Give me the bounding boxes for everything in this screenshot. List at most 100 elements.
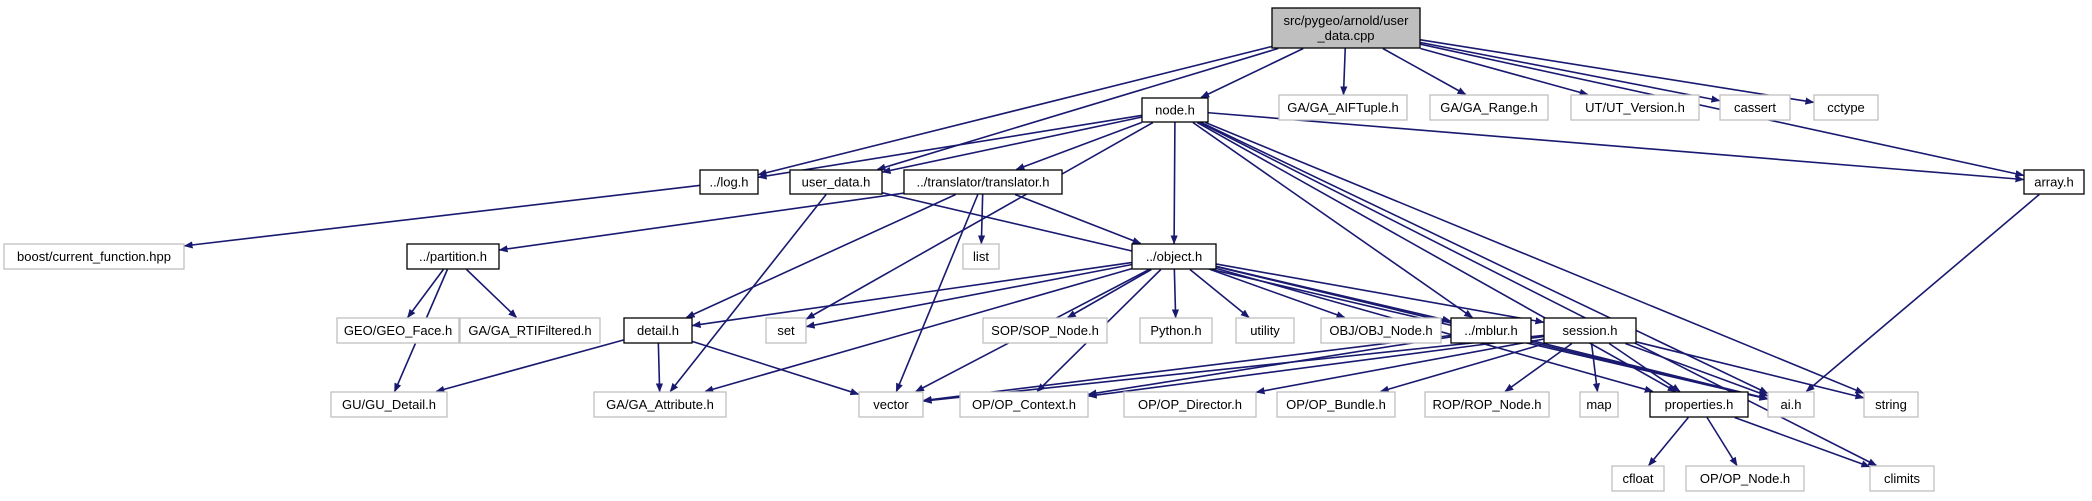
node-label-line: SOP/SOP_Node.h <box>991 323 1099 338</box>
node-label-line: ../object.h <box>1146 249 1202 264</box>
node-label-line: OP/OP_Bundle.h <box>1286 397 1386 412</box>
node-box <box>593 391 727 418</box>
edge-root-to-ga_range <box>1382 47 1467 96</box>
node-mblur-h[interactable]: ../mblur.h <box>1450 317 1532 344</box>
edge-session_h-to-ai_h <box>1625 342 1769 397</box>
edge-node_h-to-translator_h <box>1015 121 1142 171</box>
edge-detail_h-to-vector <box>692 340 860 396</box>
edge-session_h-to-op_context <box>1087 335 1544 399</box>
edge-object_h-to-obj_node <box>1210 268 1346 319</box>
node-label: array.h <box>2034 175 2074 190</box>
node-label-line: list <box>973 249 989 264</box>
node-label-line: vector <box>873 397 909 412</box>
node-label: list <box>973 249 989 264</box>
node-label: OP/OP_Context.h <box>972 397 1076 412</box>
node-label-line: utility <box>1250 323 1280 338</box>
node-user-data-h[interactable]: user_data.h <box>789 169 883 195</box>
node-node-h[interactable]: node.h <box>1141 97 1209 123</box>
node-label: node.h <box>1155 103 1195 118</box>
node-box <box>1320 317 1442 344</box>
node-box <box>962 243 1000 270</box>
node-translator-h[interactable]: ../translator/translator.h <box>903 169 1063 195</box>
node-sop-node: SOP/SOP_Node.h <box>982 317 1108 344</box>
node-label: cfloat <box>1622 471 1653 486</box>
node-label-line: string <box>1875 397 1907 412</box>
node-label: session.h <box>1563 323 1618 338</box>
edge-root-to-user_data_h <box>876 47 1279 171</box>
edge-root-to-cassert <box>1420 41 1721 103</box>
node-detail-h[interactable]: detail.h <box>623 317 693 344</box>
node-box <box>330 391 448 418</box>
node-box <box>623 317 693 344</box>
node-label: ../object.h <box>1146 249 1202 264</box>
edge-partition_h-to-ga_rti <box>465 268 518 319</box>
node-label-line: ../partition.h <box>419 249 487 264</box>
node-box <box>336 317 460 344</box>
node-label-line: GA/GA_Attribute.h <box>606 397 714 412</box>
node-box <box>1276 391 1396 418</box>
node-session-h[interactable]: session.h <box>1543 317 1637 344</box>
node-label: ../translator/translator.h <box>917 175 1050 190</box>
edge-object_h-to-sop_node <box>1066 268 1152 319</box>
node-log-h[interactable]: ../log.h <box>699 169 759 195</box>
node-root[interactable]: src/pygeo/arnold/user_data.cpp <box>1271 7 1421 49</box>
node-label: boost/current_function.hpp <box>17 249 171 264</box>
node-rop-node: ROP/ROP_Node.h <box>1424 391 1550 418</box>
edge-translator_h-to-object_h <box>1014 193 1142 245</box>
edge-session_h-to-properties_h <box>1608 342 1681 393</box>
node-cassert: cassert <box>1719 94 1791 121</box>
edges-layer <box>183 39 2040 468</box>
node-partition-h[interactable]: ../partition.h <box>406 243 500 270</box>
node-label: GA/GA_Attribute.h <box>606 397 714 412</box>
edge-node_h-to-string <box>1205 121 1865 394</box>
node-label: detail.h <box>637 323 679 338</box>
node-geo-face: GEO/GEO_Face.h <box>336 317 460 344</box>
node-box <box>1123 391 1257 418</box>
node-array-h[interactable]: array.h <box>2023 169 2085 195</box>
node-label: cctype <box>1827 100 1865 115</box>
node-box <box>1235 317 1295 344</box>
edge-translator_h-to-vector <box>895 194 979 393</box>
node-label: set <box>777 323 795 338</box>
edge-session_h-to-vector <box>922 334 1544 404</box>
node-box <box>789 169 883 195</box>
node-box <box>1429 94 1549 121</box>
node-label: src/pygeo/arnold/user_data.cpp <box>1283 13 1409 43</box>
node-label-line: OBJ/OBJ_Node.h <box>1329 323 1432 338</box>
edge-object_h-to-session_h <box>1216 263 1545 325</box>
node-label: string <box>1875 397 1907 412</box>
node-label: cassert <box>1734 100 1776 115</box>
node-box <box>858 391 924 418</box>
node-label: GA/GA_Range.h <box>1440 100 1538 115</box>
node-label-line: user_data.h <box>802 175 871 190</box>
edge-object_h-to-python_h <box>1171 269 1180 319</box>
node-box <box>1685 465 1805 492</box>
node-object-h[interactable]: ../object.h <box>1131 243 1217 270</box>
node-label-line: detail.h <box>637 323 679 338</box>
node-label-line: GA/GA_Range.h <box>1440 100 1538 115</box>
edge-user_data_h-to-ga_attr <box>669 194 827 393</box>
node-label-line: ai.h <box>1781 397 1802 412</box>
node-box <box>959 391 1089 418</box>
node-python-h: Python.h <box>1139 317 1213 344</box>
edge-session_h-to-map <box>1590 343 1601 393</box>
node-label: OBJ/OBJ_Node.h <box>1329 323 1432 338</box>
node-label-line: node.h <box>1155 103 1195 118</box>
node-label-line: ../mblur.h <box>1464 323 1517 338</box>
node-gu-detail: GU/GU_Detail.h <box>330 391 448 418</box>
node-properties-h[interactable]: properties.h <box>1649 391 1749 418</box>
node-label: ../mblur.h <box>1464 323 1517 338</box>
edge-object_h-to-utility <box>1189 268 1250 319</box>
node-boost-cf: boost/current_function.hpp <box>3 243 185 270</box>
node-map: map <box>1579 391 1619 418</box>
edge-node_h-to-array_h <box>1208 111 2025 183</box>
node-label-line: cfloat <box>1622 471 1653 486</box>
edge-properties_h-to-cfloat <box>1648 416 1689 467</box>
node-label-line: UT/UT_Version.h <box>1585 100 1685 115</box>
node-label-line: GA/GA_RTIFiltered.h <box>468 323 591 338</box>
node-box <box>903 169 1063 195</box>
edge-root-to-node_h <box>1200 47 1304 99</box>
node-label-line: set <box>777 323 795 338</box>
node-box <box>1611 465 1665 492</box>
